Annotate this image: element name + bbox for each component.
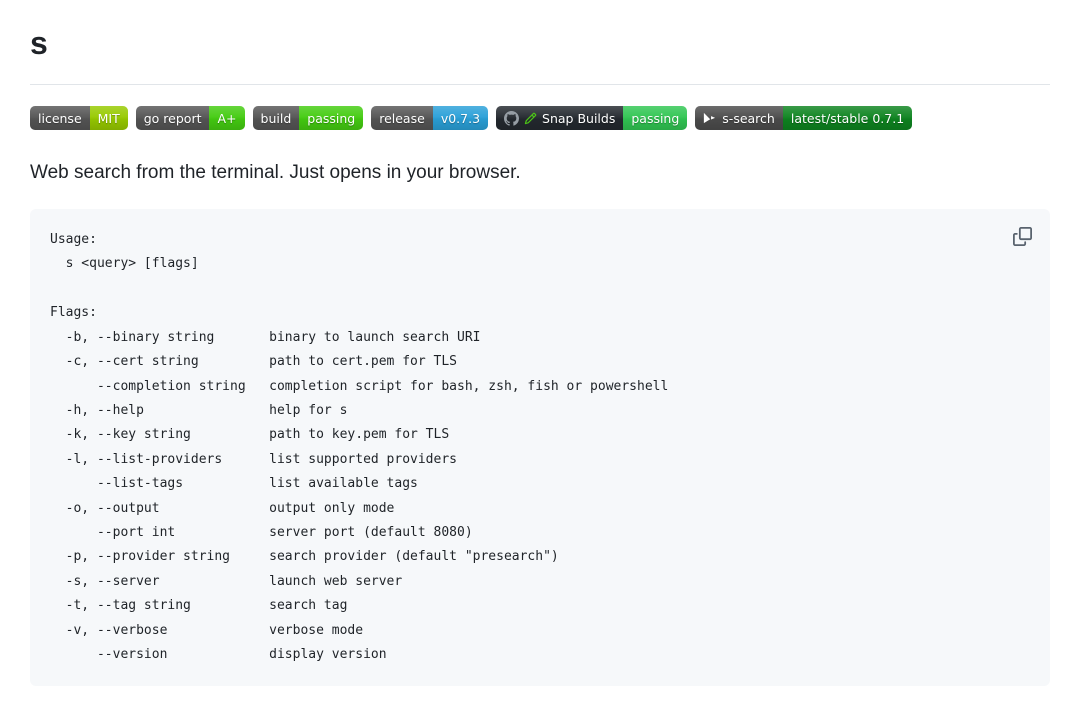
badge-go-report-value: A+: [209, 106, 245, 131]
snapcraft-icon: [703, 111, 717, 125]
badge-license-label: license: [30, 106, 90, 131]
badge-release-value: v0.7.3: [432, 106, 489, 131]
badge-license-value: MIT: [89, 106, 128, 131]
badge-release-label: release: [371, 106, 433, 131]
pencil-icon: [524, 112, 537, 125]
badge-go-report-label: go report: [135, 106, 210, 131]
code-content: Usage: s <query> [flags] Flags: -b, --bi…: [50, 228, 1030, 667]
description: Web search from the terminal. Just opens…: [30, 162, 521, 184]
badge-build[interactable]: build passing: [252, 106, 364, 131]
usage-help-text: Usage: s <query> [flags] Flags: -b, --bi…: [50, 232, 669, 662]
badge-snapcraft-store[interactable]: s-search latest/stable 0.7.1: [695, 106, 913, 131]
badge-release[interactable]: release v0.7.3: [371, 106, 489, 131]
github-octocat-icon: [504, 110, 520, 126]
code-block: Usage: s <query> [flags] Flags: -b, --bi…: [30, 209, 1050, 687]
badge-snap-builds-label: Snap Builds: [542, 110, 616, 126]
badges-row: license MIT go report A+ build passing r…: [30, 106, 1050, 131]
copy-icon: [1013, 227, 1032, 249]
badge-snapcraft-store-value: latest/stable 0.7.1: [782, 106, 913, 131]
badge-build-value: passing: [299, 106, 364, 131]
badge-license[interactable]: license MIT: [30, 106, 128, 131]
badge-snap-builds[interactable]: Snap Builds passing: [496, 106, 688, 131]
badge-snap-builds-value: passing: [623, 106, 688, 131]
page-title: s: [30, 24, 1050, 86]
badge-snapcraft-store-label: s-search: [722, 110, 775, 126]
copy-button[interactable]: [1011, 225, 1034, 248]
badge-build-label: build: [252, 106, 300, 131]
badge-go-report[interactable]: go report A+: [135, 106, 245, 131]
